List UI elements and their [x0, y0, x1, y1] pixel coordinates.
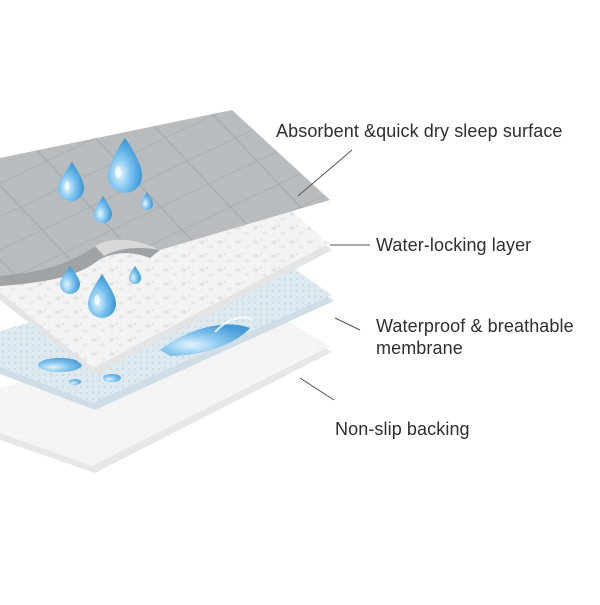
label-non-slip-backing: Non-slip backing: [335, 419, 470, 439]
label-sleep-surface: Absorbent &quick dry sleep surface: [276, 121, 563, 141]
label-membrane-line2: membrane: [376, 338, 463, 358]
surface-layer: [0, 110, 330, 286]
callout-line-surface: [297, 149, 353, 197]
backing-layer: [0, 312, 332, 473]
label-membrane-line1: Waterproof & breathable: [376, 316, 574, 336]
callout-line-membrane: [334, 317, 361, 331]
callout-lines: [297, 149, 370, 401]
label-waterproof-membrane: Waterproof & breathable membrane: [376, 315, 574, 359]
label-water-locking-layer: Water-locking layer: [376, 235, 532, 255]
callout-line-backing: [299, 377, 335, 401]
water-splash-icon: [38, 316, 253, 385]
water-droplet-icon: [58, 138, 153, 318]
